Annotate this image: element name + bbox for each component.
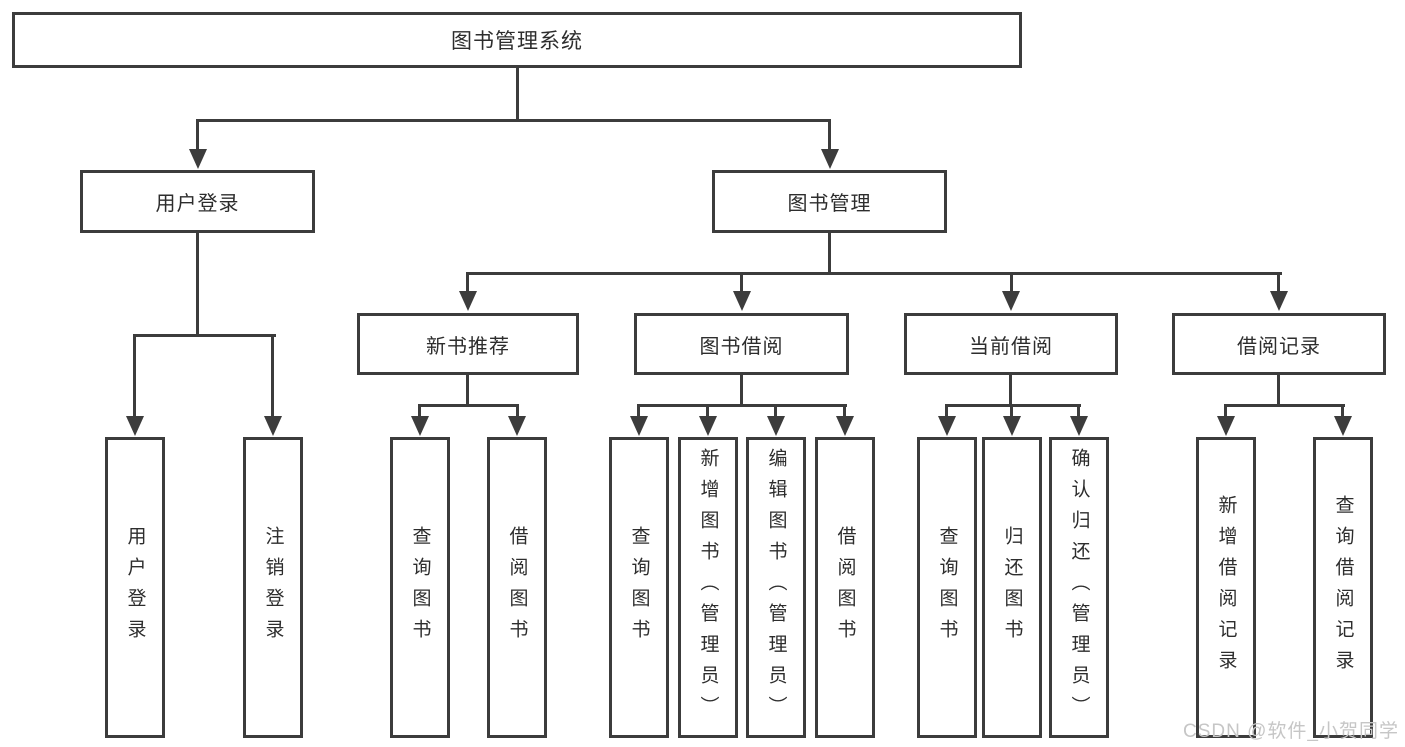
leaf-add-borrow-record: 新增借阅记录 <box>1196 437 1256 738</box>
node-label: 查询借阅记录 <box>1332 494 1354 681</box>
arrow-head-down <box>1003 416 1021 436</box>
node-label: 图书管理系统 <box>451 30 583 53</box>
connector-line <box>637 406 640 417</box>
connector-line <box>133 334 276 337</box>
arrow-head-down <box>1002 291 1020 311</box>
node-label: 确认归还（管理员） <box>1068 448 1090 727</box>
leaf-query-books-current: 查询图书 <box>917 437 977 738</box>
arrow-head-down <box>411 416 429 436</box>
arrow-head-down <box>938 416 956 436</box>
csdn-watermark: CSDN @软件_小贺同学 <box>1183 721 1399 742</box>
leaf-borrow-books: 借阅图书 <box>815 437 875 738</box>
connector-line <box>1224 404 1345 407</box>
leaf-logout: 注销登录 <box>243 437 303 738</box>
leaf-query-borrow-record: 查询借阅记录 <box>1313 437 1373 738</box>
node-label: 图书管理 <box>787 193 872 215</box>
connector-line <box>516 68 519 121</box>
connector-line <box>1010 274 1013 293</box>
arrow-head-down <box>508 416 526 436</box>
connector-line <box>418 406 421 417</box>
arrow-head-down <box>264 416 282 436</box>
connector-line <box>1009 375 1012 406</box>
node-label: 注销登录 <box>262 525 284 650</box>
connector-line <box>466 375 469 406</box>
connector-line <box>516 406 519 417</box>
connector-line <box>1010 406 1013 417</box>
node-label: 归还图书 <box>1001 525 1023 650</box>
node-label: 新增图书（管理员） <box>697 448 719 727</box>
node-label: 借阅图书 <box>834 525 856 650</box>
node-borrowing-records: 借阅记录 <box>1172 313 1386 375</box>
connector-line <box>828 120 831 150</box>
connector-line <box>1077 406 1080 417</box>
connector-line <box>1341 406 1344 417</box>
connector-line <box>740 375 743 406</box>
connector-line <box>945 406 948 417</box>
connector-line <box>1224 406 1227 417</box>
arrow-head-down <box>836 416 854 436</box>
node-current-borrowing: 当前借阅 <box>904 313 1118 375</box>
arrow-head-down <box>126 416 144 436</box>
node-label: 当前借阅 <box>969 335 1053 358</box>
connector-line <box>1277 375 1280 406</box>
node-library-system: 图书管理系统 <box>12 12 1022 68</box>
leaf-edit-book-admin: 编辑图书（管理员） <box>746 437 806 738</box>
leaf-user-login: 用户登录 <box>105 437 165 738</box>
node-book-management-branch: 图书管理 <box>712 170 947 233</box>
leaf-query-books-borrowing: 查询图书 <box>609 437 669 738</box>
leaf-borrow-books-recommend: 借阅图书 <box>487 437 547 738</box>
node-label: 新增借阅记录 <box>1215 494 1237 681</box>
arrow-head-down <box>189 149 207 169</box>
arrow-head-down <box>1070 416 1088 436</box>
leaf-confirm-return-admin: 确认归还（管理员） <box>1049 437 1109 738</box>
connector-line <box>843 406 846 417</box>
arrow-head-down <box>630 416 648 436</box>
node-label: 借阅图书 <box>506 525 528 650</box>
arrow-head-down <box>733 291 751 311</box>
leaf-return-book: 归还图书 <box>982 437 1042 738</box>
arrow-head-down <box>1270 291 1288 311</box>
node-label: 图书借阅 <box>699 335 784 358</box>
connector-line <box>706 406 709 417</box>
node-label: 用户登录 <box>155 193 240 215</box>
connector-line <box>196 120 199 150</box>
arrow-head-down <box>699 416 717 436</box>
connector-line <box>271 335 274 417</box>
arrow-head-down <box>459 291 477 311</box>
node-book-borrowing: 图书借阅 <box>634 313 849 375</box>
node-label: 查询图书 <box>409 525 431 650</box>
connector-line <box>466 272 1282 275</box>
connector-line <box>1277 274 1280 293</box>
node-label: 查询图书 <box>936 525 958 650</box>
arrow-head-down <box>821 149 839 169</box>
leaf-add-book-admin: 新增图书（管理员） <box>678 437 738 738</box>
node-new-book-recommendation: 新书推荐 <box>357 313 579 375</box>
connector-line <box>196 233 199 336</box>
node-label: 新书推荐 <box>426 335 510 358</box>
connector-line <box>637 404 847 407</box>
node-label: 查询图书 <box>628 525 650 650</box>
connector-line <box>740 274 743 293</box>
connector-line <box>945 404 1081 407</box>
connector-line <box>466 274 469 293</box>
node-label: 编辑图书（管理员） <box>765 448 787 727</box>
node-user-login-branch: 用户登录 <box>80 170 315 233</box>
connector-line <box>418 404 519 407</box>
connector-line <box>828 233 831 274</box>
node-label: 借阅记录 <box>1237 335 1321 358</box>
connector-line <box>774 406 777 417</box>
leaf-query-books-recommend: 查询图书 <box>390 437 450 738</box>
arrow-head-down <box>767 416 785 436</box>
arrow-head-down <box>1217 416 1235 436</box>
arrow-head-down <box>1334 416 1352 436</box>
connector-line <box>196 119 831 122</box>
connector-line <box>133 335 136 417</box>
node-label: 用户登录 <box>124 525 146 650</box>
